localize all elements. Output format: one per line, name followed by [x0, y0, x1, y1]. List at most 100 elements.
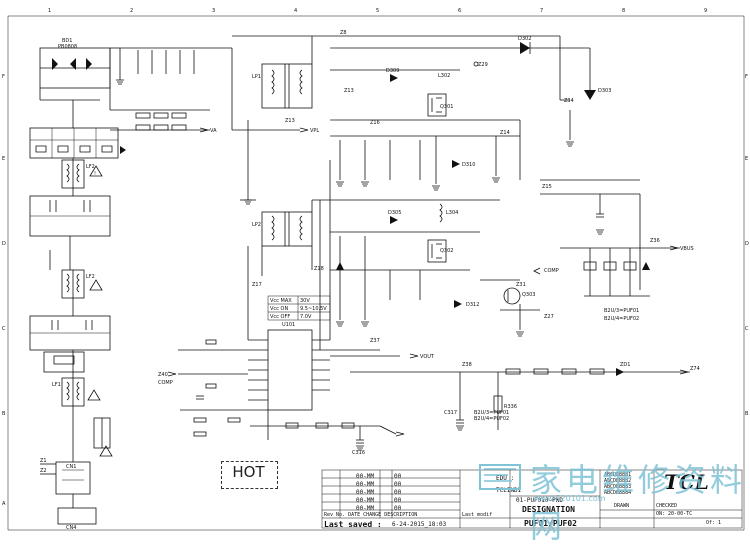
drawing-number: ON: 20-00-TC: [656, 511, 693, 517]
watermark-url: www.520101.com: [534, 494, 606, 503]
net-z37: Z37: [370, 338, 380, 344]
d309-label: D309: [386, 68, 399, 74]
row-label: A: [2, 501, 6, 507]
mosfet-q302: Q302: [427, 239, 453, 263]
transistor-q303: Q303: [503, 287, 535, 305]
r336-label: R336: [504, 404, 517, 410]
company-name: TCLINDI: [496, 487, 522, 494]
revision-change: 00: [394, 481, 402, 488]
last-saved-value: 6-24-2015_18:03: [392, 521, 447, 528]
l304-label: L304: [446, 210, 458, 216]
designation-value: PUF01/PUF02: [524, 519, 577, 528]
last-saved-label: Last saved :: [324, 520, 382, 529]
row-label: B: [2, 411, 6, 417]
fuse-block: [93, 417, 111, 449]
inductor-l304: L304: [439, 203, 458, 223]
d312-label: D312: [466, 302, 479, 308]
q302-label: Q302: [440, 248, 453, 254]
revision-change: 00: [394, 473, 402, 480]
lf2-label-b: LF2: [86, 274, 95, 280]
varistor-block: [43, 351, 85, 373]
lp1-label: LP1: [252, 74, 261, 80]
resistor-r336: [493, 395, 503, 413]
net-z34: Z34: [564, 98, 574, 104]
net-z14: Z14: [500, 130, 510, 136]
diode-d303: D303: [584, 88, 611, 100]
net-z31: Z31: [516, 282, 526, 288]
spec-value: 30V: [300, 298, 310, 304]
net-z18: Z18: [314, 266, 324, 272]
frame-border: [7, 15, 745, 531]
approval-code: ABCDE8881: [604, 472, 632, 478]
hot-area-label: HOT: [232, 463, 265, 481]
cn4-label: CN4: [66, 525, 76, 531]
revision-change: 00: [394, 497, 402, 504]
net-vbus: VBUS: [680, 246, 694, 252]
net-z15: Z15: [542, 184, 552, 190]
spec-key: Vcc OFF: [270, 314, 290, 320]
title-block: [321, 469, 743, 529]
transformer-lp2: LP2: [252, 211, 313, 247]
q301-label: Q301: [440, 104, 453, 110]
net-z38: Z38: [462, 362, 472, 368]
frame-row-labels: F E D C B A F E D C B: [2, 74, 749, 507]
transformer-lf1-a: LF2: [61, 269, 95, 299]
c316-label: C316: [352, 450, 365, 456]
row-label: B: [745, 411, 749, 417]
ground-symbols: [116, 79, 604, 451]
hot-area-box: [221, 461, 278, 489]
bd1-label: BD1: [62, 38, 72, 44]
resistor-chain-feedback: [505, 368, 605, 375]
col-label: 2: [130, 8, 133, 14]
diode-d302: D302: [518, 36, 531, 54]
approval-code: ABCDE8883: [604, 484, 632, 490]
designation-label: DESIGNATION: [522, 505, 575, 514]
bridge-rectifier: BD1 PB0808: [39, 38, 111, 89]
revision-change: 00: [394, 489, 402, 496]
bd1-part: PB0808: [58, 44, 77, 50]
edu-label: EDU :: [496, 475, 515, 482]
col-label: 5: [376, 8, 379, 14]
u101-label: U101: [282, 322, 295, 328]
row-label: F: [745, 74, 748, 80]
approval-code: ABCDE8884: [604, 490, 632, 496]
warning-icon: [99, 445, 113, 457]
row-label: C: [745, 326, 749, 332]
net-comp-left: COMP: [158, 380, 173, 386]
diode-d312: D312: [454, 300, 479, 308]
bom-note-b: B2U/4=PUF02: [604, 316, 639, 322]
ac-input-connector: CN1 CN4 Z1 Z2: [40, 458, 97, 531]
last-modify-label: Last modif: [462, 512, 493, 518]
lf1-label: LF1: [52, 382, 61, 388]
net-z13: Z13: [344, 88, 354, 94]
drawn-label: DRAWN: [614, 503, 630, 509]
revision-date: 00-MM: [356, 497, 375, 504]
row-label: D: [2, 241, 6, 247]
revision-header: Rev No. DATE CHANGE DESCRIPTION: [324, 512, 418, 518]
revision-change: 00: [394, 505, 402, 512]
designation-code: 01-PUF010-PWD: [516, 497, 563, 504]
d302-label: D302: [518, 36, 531, 42]
col-label: 3: [212, 8, 215, 14]
schematic-sheet: F E D C B A F E D C B 1 2 3 4 5 6 7 8 9 …: [2, 8, 749, 545]
mosfet-q301: Q301: [427, 93, 453, 117]
d310-label: D310: [462, 162, 475, 168]
col-label: 6: [458, 8, 461, 14]
spec-value: 7.0V: [300, 314, 312, 320]
z2-label: Z2: [40, 468, 47, 474]
d305-label: D305: [388, 210, 401, 216]
vcc-spec-table: Vcc MAX 30V Vcc ON 9.5~10.5V Vcc OFF 7.0…: [267, 295, 331, 321]
bom-note-b-2: B2U/4=PUF02: [474, 416, 509, 422]
sheet-number: Of: 1: [706, 520, 722, 526]
brand-logo: TCL: [664, 470, 709, 494]
transformer-lp1: LP1: [252, 63, 313, 109]
y-capacitor-block: [29, 315, 111, 351]
l302-label: L302: [438, 73, 450, 79]
net-z8: Z8: [340, 30, 347, 36]
ic-u101: U101: [248, 322, 330, 411]
row-label: D: [745, 241, 749, 247]
revision-date: 00-MM: [356, 489, 375, 496]
col-label: 7: [540, 8, 543, 14]
resistor-chain-va: [135, 112, 187, 131]
warning-icon: [89, 165, 103, 177]
